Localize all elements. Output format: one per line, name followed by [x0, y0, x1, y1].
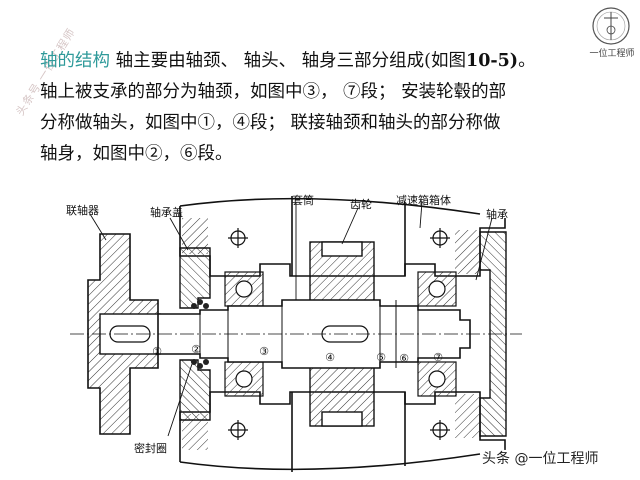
segment-label-6: ⑥: [399, 352, 409, 365]
segment-label-4: ④: [325, 351, 335, 364]
bearing-cover-top: [179, 247, 211, 309]
logo-text: 一位工程师: [589, 49, 635, 59]
description-paragraph: 轴的结构 轴主要由轴颈、 轴头、 轴身三部分组成(如图10-5)。 轴上被支承的…: [40, 46, 630, 170]
line1-end: 。: [518, 51, 536, 71]
seal: [191, 299, 209, 369]
logo-icon: [592, 7, 630, 45]
housing-hatch-bottom-right: [455, 394, 479, 438]
bearing-cover-bottom: [179, 359, 211, 421]
paragraph-line-3: 分称做轴头，如图中①，④段； 联接轴颈和轴头的部分称做: [40, 113, 501, 133]
leader-lines: [89, 201, 493, 437]
callout-gear: 齿轮: [350, 198, 372, 211]
housing-hatch-top-right: [455, 230, 479, 274]
callout-sleeve: 套筒: [292, 194, 314, 207]
figure-ref: 10-5): [466, 51, 519, 71]
segment-label-2: ②: [191, 343, 201, 356]
paragraph-line-2: 轴上被支承的部分为轴颈，如图中③， ⑦段； 安装轮毂的部: [40, 82, 507, 102]
segment-label-1: ①: [152, 345, 162, 358]
bolt-holes: [228, 228, 450, 440]
segment-label-3: ③: [259, 345, 269, 358]
footer-brand: 头条 @一位工程师: [482, 451, 599, 467]
gear: [309, 241, 375, 427]
segment-label-5: ⑤: [376, 351, 386, 364]
callout-gearbox-housing: 减速箱箱体: [396, 194, 451, 207]
callout-coupling: 联轴器: [66, 204, 99, 217]
shaft-assembly-diagram: [70, 196, 522, 472]
callout-bearing: 轴承: [486, 208, 508, 221]
paragraph-line-1: 轴的结构 轴主要由轴颈、 轴头、 轴身三部分组成(如图10-5)。: [40, 46, 630, 77]
callout-bearing-cover: 轴承盖: [150, 206, 183, 219]
bearings: [224, 271, 457, 397]
paragraph-line-4: 轴身，如图中②，⑥段。: [40, 144, 233, 164]
callout-seal: 密封圈: [134, 442, 167, 455]
segment-label-7: ⑦: [433, 351, 443, 364]
line1-text: 轴主要由轴颈、 轴头、 轴身三部分组成(如图: [110, 51, 467, 71]
term-shaft-structure: 轴的结构: [40, 51, 110, 71]
